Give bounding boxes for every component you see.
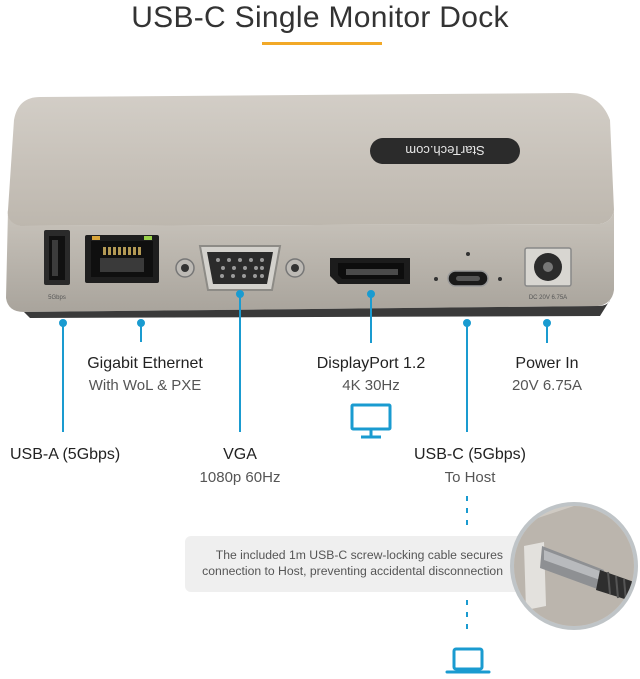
usb-c-port (434, 252, 502, 287)
dock-body (6, 93, 614, 318)
power-port-label: DC 20V 6.75A (529, 295, 567, 301)
ethernet-label: Gigabit Ethernet (87, 355, 203, 372)
displayport-label: DisplayPort 1.2 (316, 355, 426, 372)
displayport-sub: 4K 30Hz (342, 377, 400, 394)
usb-a-port-label: 5Gbps (48, 295, 66, 301)
vga-sub: 1080p 60Hz (199, 469, 281, 486)
power-label: Power In (515, 355, 579, 372)
vga-port (175, 245, 305, 291)
monitor-icon (350, 403, 392, 439)
usb-c-sub: To Host (444, 469, 496, 486)
vga-label: VGA (223, 446, 257, 463)
usb-a-label: USB-A (5Gbps) (10, 446, 121, 463)
power-port (524, 247, 572, 287)
usb-c-label: USB-C (5Gbps) (413, 446, 527, 463)
power-sub: 20V 6.75A (511, 377, 583, 394)
title-underline (262, 42, 382, 45)
logo-text: StarTech.com (405, 143, 484, 158)
callout-lines (59, 290, 551, 432)
screw-locking-cable-illustration (514, 506, 634, 626)
cable-zoom-circle (510, 502, 638, 630)
laptop-icon (445, 647, 491, 674)
cable-note-line-1: The included 1m USB-C screw-locking cabl… (215, 548, 503, 562)
usb-a-port (44, 230, 70, 285)
cable-note-line-2: connection to Host, preventing accidenta… (202, 564, 503, 578)
page-title: USB-C Single Monitor Dock (131, 1, 509, 34)
cable-note-text: The included 1m USB-C screw-locking cabl… (202, 547, 503, 579)
logo-badge (370, 138, 520, 164)
displayport-port (330, 258, 410, 284)
cable-note-box: The included 1m USB-C screw-locking cabl… (185, 536, 525, 592)
ethernet-sub: With WoL & PXE (88, 377, 202, 394)
ethernet-port (85, 235, 159, 283)
